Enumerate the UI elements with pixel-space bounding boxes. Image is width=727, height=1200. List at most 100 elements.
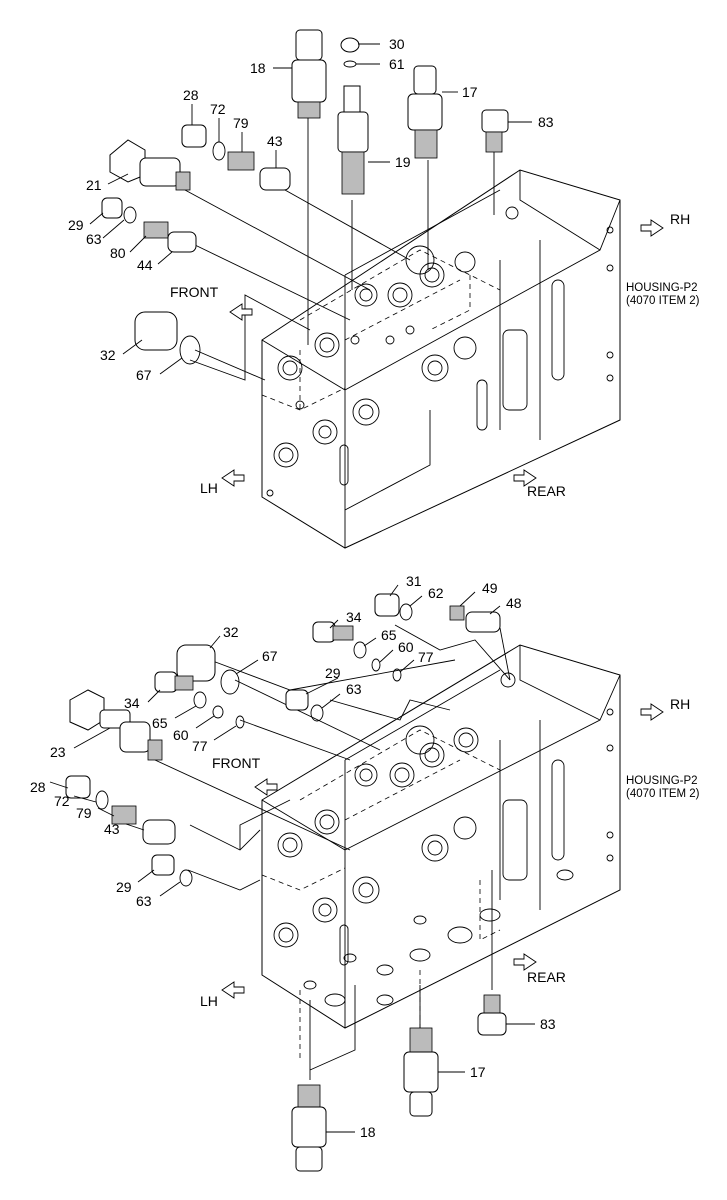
callout-43: 43 <box>267 133 283 149</box>
bottom-parts <box>65 593 507 1172</box>
callout-60-upper: 60 <box>398 639 414 655</box>
callout-83: 83 <box>540 1016 556 1032</box>
callout-63: 63 <box>86 231 102 247</box>
callout-21: 21 <box>86 177 102 193</box>
callout-65-lower: 65 <box>152 715 168 731</box>
plug-29-lower <box>151 854 175 876</box>
callout-28: 28 <box>183 87 199 103</box>
housing-label-line1: HOUSING-P2 <box>626 282 698 294</box>
oring-60-upper <box>371 658 381 672</box>
front-arrow-icon <box>229 303 253 321</box>
direction-front: FRONT <box>170 284 219 300</box>
direction-lh: LH <box>200 993 218 1009</box>
plug-31 <box>374 593 400 617</box>
bottom-housing-block <box>261 644 621 1060</box>
housing-label-line1: HOUSING-P2 <box>626 775 698 787</box>
rh-arrow-icon <box>640 219 664 237</box>
oring-77-upper <box>392 668 402 682</box>
oring-62 <box>399 603 413 621</box>
direction-rh: RH <box>670 696 690 712</box>
callout-29: 29 <box>68 217 84 233</box>
callout-43: 43 <box>104 821 120 837</box>
top-parts <box>101 29 509 365</box>
valve-23 <box>69 689 163 761</box>
callout-67: 67 <box>136 367 152 383</box>
callout-65-upper: 65 <box>381 627 397 643</box>
oring-60-lower <box>212 705 224 719</box>
bottom-callout-labels: 31 49 62 48 34 65 60 77 32 67 29 63 34 6… <box>30 573 700 1140</box>
oring-72 <box>95 790 109 810</box>
callout-83: 83 <box>538 114 554 130</box>
spool-44 <box>167 231 197 253</box>
front-arrow-icon <box>254 778 278 796</box>
callout-72: 72 <box>54 793 70 809</box>
callout-28: 28 <box>30 779 46 795</box>
oring-65-upper <box>353 641 367 659</box>
direction-rear: REAR <box>527 483 566 499</box>
callout-18: 18 <box>360 1124 376 1140</box>
valve-17 <box>403 1027 439 1117</box>
oring-63 <box>123 206 137 224</box>
spool-43 <box>259 167 291 191</box>
callout-17: 17 <box>462 84 478 100</box>
callout-49: 49 <box>482 580 498 596</box>
valve-17 <box>407 65 443 159</box>
bottom-view: 31 49 62 48 34 65 60 77 32 67 29 63 34 6… <box>30 573 700 1172</box>
callout-23: 23 <box>50 744 66 760</box>
plug-34-lower <box>154 671 194 693</box>
bottom-direction-arrows <box>221 703 664 999</box>
callout-17: 17 <box>470 1064 486 1080</box>
lh-arrow-icon <box>221 981 245 999</box>
callout-80: 80 <box>110 245 126 261</box>
rear-arrow-icon <box>513 469 537 487</box>
callout-63-upper: 63 <box>346 681 362 697</box>
direction-rh: RH <box>670 211 690 227</box>
plug-28 <box>181 124 207 148</box>
top-direction-arrows <box>221 219 664 487</box>
oring-77-lower <box>235 715 245 729</box>
oring-72 <box>212 141 226 161</box>
cap-30 <box>340 37 360 53</box>
plug-83 <box>477 994 507 1036</box>
top-callout-leaders <box>89 43 532 375</box>
callout-30: 30 <box>389 36 405 52</box>
callout-31: 31 <box>406 573 422 589</box>
callout-72: 72 <box>210 101 226 117</box>
rh-arrow-icon <box>640 703 664 721</box>
callout-19: 19 <box>395 154 411 170</box>
callout-61: 61 <box>389 56 405 72</box>
callout-29-lower: 29 <box>116 879 132 895</box>
callout-77-lower: 77 <box>192 738 208 754</box>
callout-34-lower: 34 <box>124 695 140 711</box>
callout-79: 79 <box>76 805 92 821</box>
lh-arrow-icon <box>221 469 245 487</box>
top-callout-labels: 18 30 61 17 83 28 72 79 43 19 21 29 63 8… <box>68 36 700 499</box>
callout-67: 67 <box>262 648 278 664</box>
oring-63-lower <box>179 869 193 887</box>
callout-48: 48 <box>506 595 522 611</box>
valve-21 <box>109 139 191 191</box>
bottom-assembly-lines <box>154 624 511 1080</box>
spring-49 <box>449 605 465 621</box>
oring-67 <box>179 335 201 365</box>
callout-29-upper: 29 <box>325 665 341 681</box>
top-assembly-lines <box>184 118 495 381</box>
top-housing-block <box>261 169 621 549</box>
callout-32: 32 <box>223 624 239 640</box>
direction-front: FRONT <box>212 755 261 771</box>
callout-79: 79 <box>233 115 249 131</box>
valve-19 <box>337 85 369 195</box>
callout-18: 18 <box>250 60 266 76</box>
bottom-callout-leaders <box>49 584 535 1133</box>
oring-67 <box>220 669 240 695</box>
spool-48 <box>465 611 501 633</box>
valve-18 <box>291 29 327 119</box>
callout-60-lower: 60 <box>173 727 189 743</box>
plug-32 <box>176 644 216 682</box>
housing-label-line2: (4070 ITEM 2) <box>626 295 700 307</box>
plug-29-upper <box>285 689 309 711</box>
callout-63-lower: 63 <box>136 893 152 909</box>
plug-28 <box>65 775 91 799</box>
callout-32: 32 <box>100 347 116 363</box>
